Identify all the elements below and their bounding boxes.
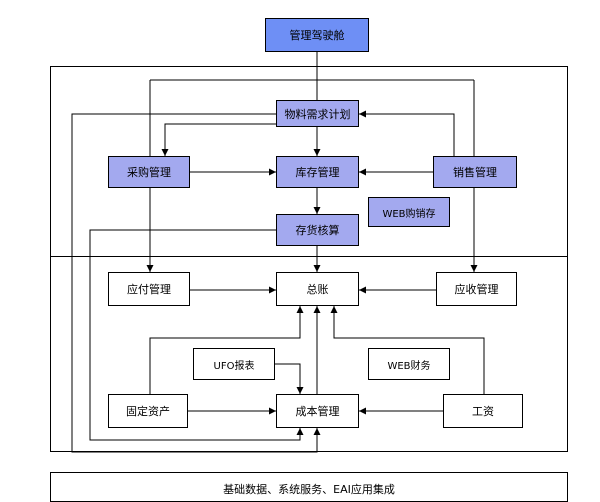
inventory-label: 库存管理 xyxy=(295,166,340,179)
inventory-accounting-label: 存货核算 xyxy=(295,224,340,237)
ledger-label: 总账 xyxy=(306,283,329,296)
payroll-to-ledger xyxy=(330,306,485,394)
accounting-to-cost-line xyxy=(89,229,304,441)
mrp-label: 物料需求计划 xyxy=(284,107,351,121)
mrp-to-cost-line xyxy=(71,113,321,453)
mrp-to-purchase xyxy=(161,123,276,156)
inventory-node: 库存管理 xyxy=(276,156,359,188)
web-pos-node: WEB购销存 xyxy=(368,197,450,227)
ufo-report-node: UFO报表 xyxy=(193,348,275,380)
payable-label: 应付管理 xyxy=(127,283,171,296)
ufo-to-cost xyxy=(275,363,304,394)
fixed-assets-label: 固定资产 xyxy=(126,405,170,418)
cockpit-label: 管理驾驶舱 xyxy=(289,29,345,42)
sales-label: 销售管理 xyxy=(453,166,497,179)
mrp-node: 物料需求计划 xyxy=(276,100,359,127)
inventory-accounting-node: 存货核算 xyxy=(276,214,359,246)
ufo-report-label: UFO报表 xyxy=(213,360,255,372)
footer-label: 基础数据、系统服务、EAI应用集成 xyxy=(223,483,395,496)
sales-node: 销售管理 xyxy=(433,156,517,188)
web-finance-label: WEB财务 xyxy=(387,360,431,372)
payroll-node: 工资 xyxy=(443,394,523,428)
cockpit-node: 管理驾驶舱 xyxy=(265,18,369,52)
web-pos-label: WEB购销存 xyxy=(382,208,436,220)
sales-to-mrp xyxy=(359,110,455,156)
purchase-node: 采购管理 xyxy=(108,156,190,188)
receivable-node: 应收管理 xyxy=(436,272,517,306)
payroll-label: 工资 xyxy=(472,405,494,418)
purchase-label: 采购管理 xyxy=(127,166,171,179)
cost-label: 成本管理 xyxy=(295,405,340,418)
fixed-assets-to-ledger xyxy=(149,306,304,394)
cost-node: 成本管理 xyxy=(276,394,359,428)
ledger-node: 总账 xyxy=(276,272,359,306)
web-finance-node: WEB财务 xyxy=(368,348,450,380)
frame-divider xyxy=(50,256,568,257)
fixed-assets-node: 固定资产 xyxy=(108,394,188,428)
payable-node: 应付管理 xyxy=(108,272,190,306)
receivable-label: 应收管理 xyxy=(454,283,499,296)
